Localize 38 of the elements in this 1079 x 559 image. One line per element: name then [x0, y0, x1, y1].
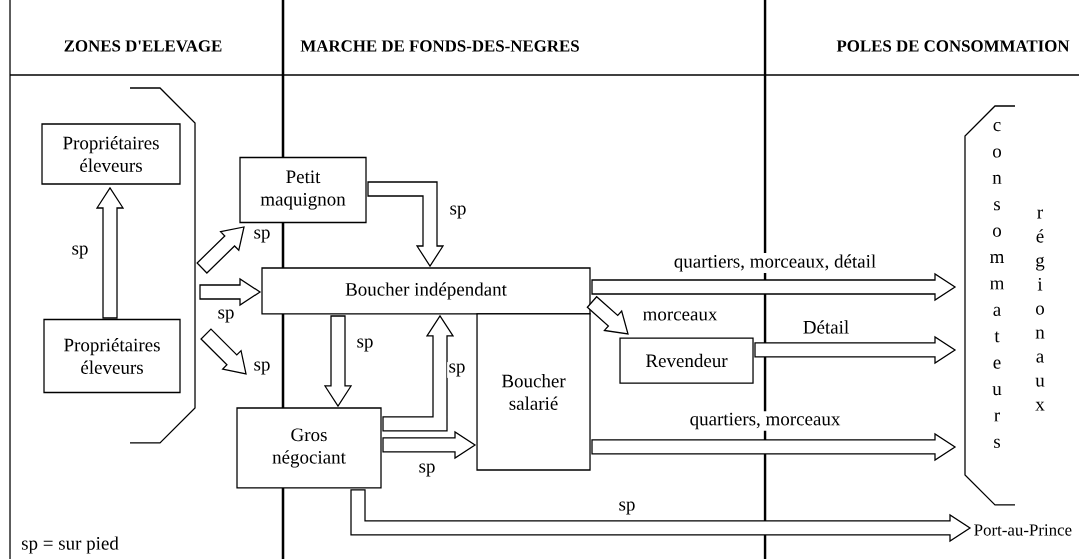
destination-label: Port-au-Prince: [974, 524, 1072, 536]
edge-label: sp: [417, 462, 437, 478]
column-heading: POLES DE CONSOMMATION: [836, 40, 1070, 52]
block-arrow: [323, 315, 353, 408]
block-arrow: [95, 186, 125, 319]
block-arrow: [367, 181, 445, 268]
edge-label: sp: [216, 308, 236, 324]
edge-label: morceaux: [641, 310, 719, 322]
block-arrow: [382, 314, 455, 432]
block-arrow: [591, 272, 957, 302]
block-arrow: [196, 226, 245, 274]
edge-label: sp: [252, 360, 272, 376]
block-arrow: [350, 489, 972, 543]
edge-label: quartiers, morceaux, détail: [672, 252, 878, 273]
column-heading: ZONES D'ELEVAGE: [64, 40, 222, 52]
process-box: Revendeur: [619, 337, 754, 384]
edge-label: sp: [447, 362, 467, 378]
edge-label: Détail: [801, 318, 851, 336]
block-arrow: [199, 277, 262, 307]
edge-label: sp: [355, 337, 375, 353]
process-box: Propriétaires éleveurs: [43, 318, 181, 394]
legend-note: sp = sur pied: [21, 536, 119, 554]
process-box: Boucher indépendant: [261, 267, 591, 315]
block-arrow: [200, 328, 247, 375]
block-arrow: [591, 432, 957, 462]
bracket-group: consommateurs régionaux: [964, 105, 1045, 506]
process-box: Gros négociant: [236, 407, 382, 489]
process-box: Propriétaires éleveurs: [41, 123, 181, 185]
process-box: Boucher salarié: [476, 313, 591, 471]
block-arrow: [382, 430, 477, 460]
block-arrow: [754, 335, 957, 365]
edge-label: sp: [617, 500, 637, 516]
process-box: Petit maquignon: [239, 156, 367, 224]
column-heading: MARCHE DE FONDS-DES-NEGRES: [300, 40, 579, 52]
edge-label: sp: [70, 244, 90, 260]
edge-label: quartiers, morceaux: [688, 411, 842, 431]
edge-label: sp: [448, 204, 468, 220]
edge-label: sp: [252, 228, 272, 244]
